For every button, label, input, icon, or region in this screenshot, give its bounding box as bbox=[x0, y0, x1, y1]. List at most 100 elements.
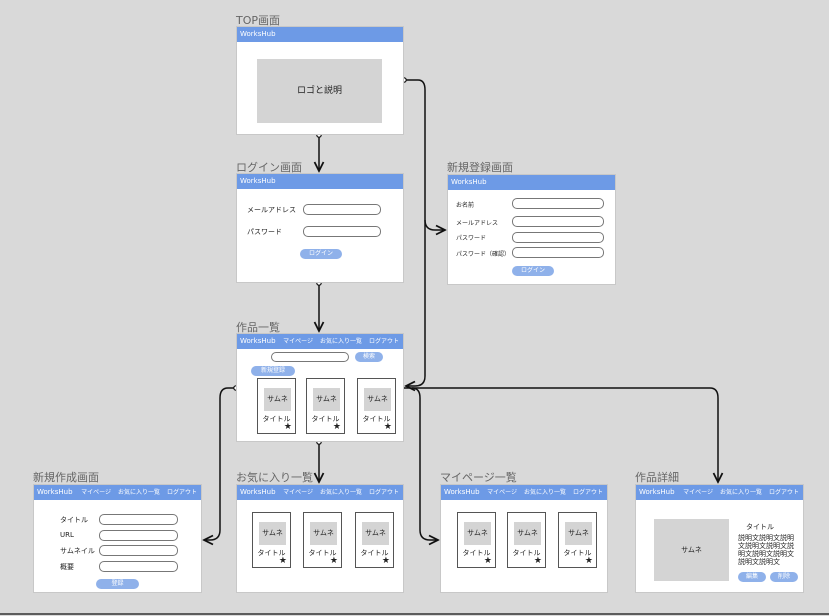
new-work-button[interactable]: 新規登録 bbox=[251, 366, 295, 376]
detail-screen-label: 作品詳細 bbox=[635, 471, 679, 484]
work-card[interactable]: サムネタイトル★ bbox=[558, 512, 597, 568]
name-input[interactable] bbox=[512, 198, 604, 209]
brand: WorksHub bbox=[37, 488, 73, 496]
card-thumbnail: サムネ bbox=[364, 388, 391, 411]
header: WorksHub マイページお気に入り一覧ログアウト bbox=[237, 334, 403, 349]
password-label: パスワード bbox=[456, 235, 487, 242]
email-input[interactable] bbox=[512, 216, 604, 227]
card-thumbnail: サムネ bbox=[313, 388, 340, 411]
nav-logout[interactable]: ログアウト bbox=[768, 489, 799, 496]
register-button[interactable]: 登録 bbox=[96, 579, 139, 589]
brand: WorksHub bbox=[240, 488, 276, 496]
star-icon[interactable]: ★ bbox=[584, 556, 593, 566]
summary-label: 概要 bbox=[60, 563, 74, 571]
brand: WorksHub bbox=[451, 178, 487, 186]
star-icon[interactable]: ★ bbox=[383, 422, 392, 432]
star-icon[interactable]: ★ bbox=[329, 556, 338, 566]
title-label: タイトル bbox=[60, 516, 88, 524]
card-thumbnail: サムネ bbox=[362, 522, 389, 545]
delete-button[interactable]: 削除 bbox=[770, 572, 798, 582]
card-title: タイトル bbox=[563, 549, 592, 557]
star-icon[interactable]: ★ bbox=[381, 556, 390, 566]
password-label: パスワード bbox=[247, 228, 282, 236]
brand: WorksHub bbox=[240, 30, 276, 38]
header: WorksHub マイページお気に入り一覧ログアウト bbox=[34, 485, 201, 500]
brand: WorksHub bbox=[240, 337, 276, 345]
summary-input[interactable] bbox=[99, 561, 178, 572]
search-input[interactable] bbox=[271, 352, 349, 362]
star-icon[interactable]: ★ bbox=[483, 556, 492, 566]
card-thumbnail: サムネ bbox=[565, 522, 592, 545]
password-input[interactable] bbox=[512, 232, 604, 243]
card-title: タイトル bbox=[311, 415, 340, 423]
star-icon[interactable]: ★ bbox=[533, 556, 542, 566]
card-thumbnail: サムネ bbox=[264, 388, 291, 411]
header: WorksHub マイページお気に入り一覧ログアウト bbox=[636, 485, 803, 500]
star-icon[interactable]: ★ bbox=[278, 556, 287, 566]
password-input[interactable] bbox=[303, 226, 381, 237]
favorites-screen-label: お気に入り一覧 bbox=[236, 471, 313, 484]
work-card[interactable]: サムネタイトル★ bbox=[306, 378, 345, 434]
nav-favorites[interactable]: お気に入り一覧 bbox=[319, 489, 362, 496]
header: WorksHub bbox=[237, 174, 403, 189]
work-title: タイトル bbox=[746, 523, 774, 531]
work-card[interactable]: サムネタイトル★ bbox=[252, 512, 291, 568]
nav-logout[interactable]: ログアウト bbox=[572, 489, 603, 496]
card-title: タイトル bbox=[462, 549, 491, 557]
login-button[interactable]: ログイン bbox=[300, 249, 342, 259]
card-thumbnail: サムネ bbox=[464, 522, 491, 545]
mypage-screen-label: マイページ一覧 bbox=[440, 471, 517, 484]
header: WorksHub マイページお気に入り一覧ログアウト bbox=[237, 485, 403, 500]
nav-favorites[interactable]: お気に入り一覧 bbox=[319, 338, 362, 345]
work-card[interactable]: サムネタイトル★ bbox=[357, 378, 396, 434]
thumbnail-label: サムネイル bbox=[60, 547, 95, 555]
search-button[interactable]: 検索 bbox=[355, 352, 383, 362]
nav-favorites[interactable]: お気に入り一覧 bbox=[117, 489, 160, 496]
email-label: メールアドレス bbox=[456, 220, 499, 227]
login-screen-label: ログイン画面 bbox=[236, 161, 302, 174]
nav-mypage[interactable]: マイページ bbox=[283, 489, 313, 496]
card-title: タイトル bbox=[360, 549, 389, 557]
logo-description-box: ロゴと説明 bbox=[257, 59, 382, 123]
email-input[interactable] bbox=[303, 204, 381, 215]
title-input[interactable] bbox=[99, 514, 178, 525]
nav-mypage[interactable]: マイページ bbox=[81, 489, 111, 496]
nav-mypage[interactable]: マイページ bbox=[487, 489, 517, 496]
password-confirm-input[interactable] bbox=[512, 247, 604, 258]
top-screen-label: TOP画面 bbox=[236, 14, 281, 27]
signup-button[interactable]: ログイン bbox=[512, 266, 554, 276]
url-input[interactable] bbox=[99, 530, 178, 541]
thumbnail: サムネ bbox=[654, 519, 729, 581]
work-card[interactable]: サムネタイトル★ bbox=[355, 512, 394, 568]
brand: WorksHub bbox=[639, 488, 675, 496]
nav-mypage[interactable]: マイページ bbox=[683, 489, 713, 496]
nav-logout[interactable]: ログアウト bbox=[166, 489, 197, 496]
create-screen: WorksHub マイページお気に入り一覧ログアウト タイトル URL サムネイル… bbox=[33, 484, 202, 593]
card-title: タイトル bbox=[512, 549, 541, 557]
edit-button[interactable]: 編集 bbox=[738, 572, 766, 582]
nav-favorites[interactable]: お気に入り一覧 bbox=[523, 489, 566, 496]
nav-favorites[interactable]: お気に入り一覧 bbox=[719, 489, 762, 496]
nav-mypage[interactable]: マイページ bbox=[283, 338, 313, 345]
card-title: タイトル bbox=[262, 415, 291, 423]
url-label: URL bbox=[60, 531, 74, 539]
star-icon[interactable]: ★ bbox=[332, 422, 341, 432]
card-title: タイトル bbox=[257, 549, 286, 557]
nav-logout[interactable]: ログアウト bbox=[368, 489, 399, 496]
work-card[interactable]: サムネタイトル★ bbox=[507, 512, 546, 568]
work-card[interactable]: サムネタイトル★ bbox=[303, 512, 342, 568]
signup-screen-label: 新規登録画面 bbox=[447, 161, 513, 174]
work-card[interactable]: サムネタイトル★ bbox=[457, 512, 496, 568]
list-screen-label: 作品一覧 bbox=[236, 321, 280, 334]
thumbnail-input[interactable] bbox=[99, 545, 178, 556]
nav-logout[interactable]: ログアウト bbox=[368, 338, 399, 345]
work-card[interactable]: サムネタイトル★ bbox=[257, 378, 296, 434]
card-title: タイトル bbox=[308, 549, 337, 557]
brand: WorksHub bbox=[444, 488, 480, 496]
card-thumbnail: サムネ bbox=[310, 522, 337, 545]
header: WorksHub マイページお気に入り一覧ログアウト bbox=[441, 485, 607, 500]
star-icon[interactable]: ★ bbox=[283, 422, 292, 432]
card-title: タイトル bbox=[362, 415, 391, 423]
